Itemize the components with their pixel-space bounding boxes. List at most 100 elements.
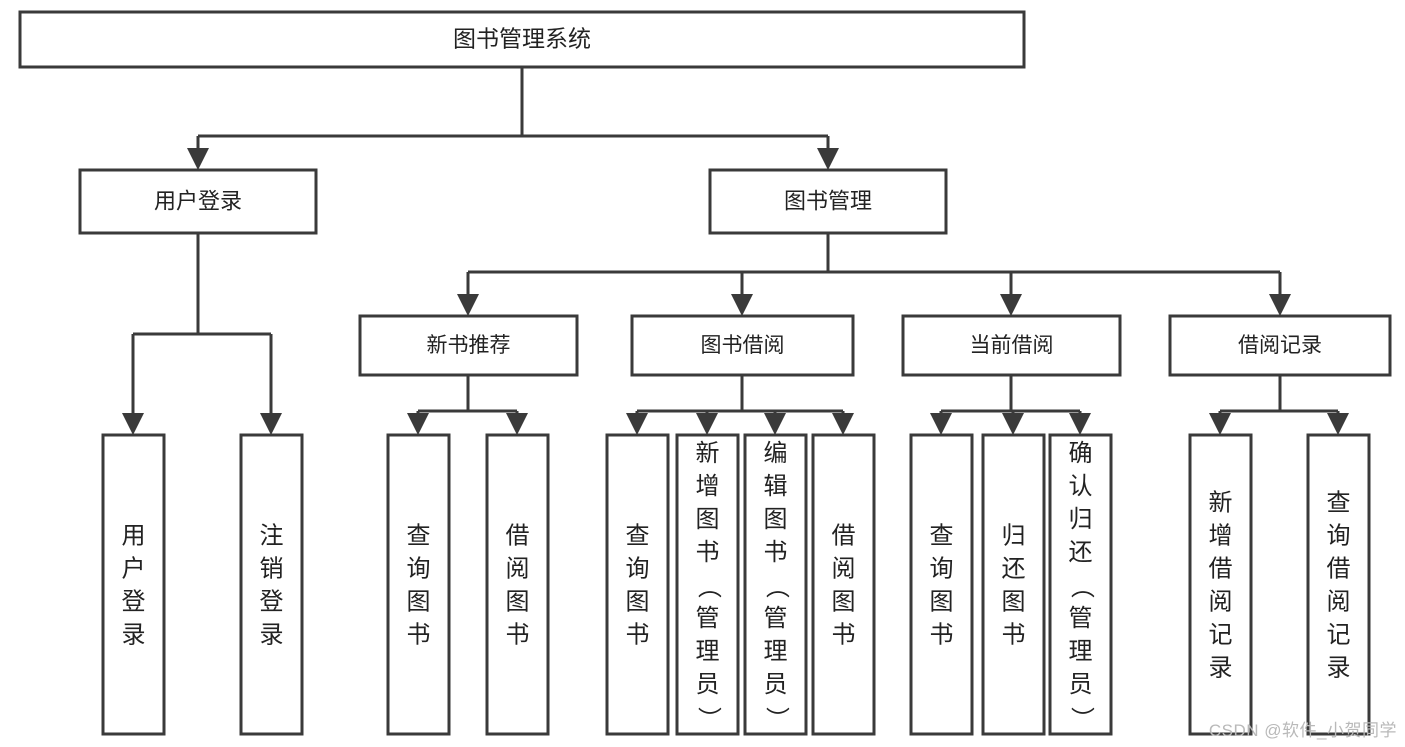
current-borrow-box[interactable] — [901, 314, 1122, 377]
leaf-confirm-return-box[interactable] — [1048, 433, 1113, 736]
leaf-query-book-1-box[interactable] — [386, 433, 451, 736]
leaf-borrow-book-2-box[interactable] — [811, 433, 876, 736]
leaf-edit-book-char-7: 员 — [764, 671, 788, 698]
leaf-add-record-box[interactable] — [1188, 433, 1253, 736]
leaf-add-record-char-4: 记 — [1209, 621, 1233, 648]
borrow-record-box[interactable] — [1168, 314, 1392, 377]
leaf-query-book-3-char-2: 图 — [930, 588, 954, 615]
leaf-query-book-2-box[interactable] — [605, 433, 670, 736]
book-borrow-box[interactable] — [630, 314, 855, 377]
leaf-borrow-book-2-char-3: 书 — [832, 621, 856, 648]
leaf-return-book-char-0: 归 — [1002, 522, 1026, 549]
node-book-borrow[interactable]: 图书借阅 — [630, 314, 855, 377]
leaf-query-book-1-char-0: 查 — [407, 522, 431, 549]
leaf-confirm-return-char-6: 理 — [1069, 638, 1093, 665]
leaf-add-record-char-5: 录 — [1209, 654, 1233, 681]
book-manage-label: 图书管理 — [784, 188, 872, 213]
leaf-edit-book-box[interactable] — [743, 433, 808, 736]
connector-layer — [122, 67, 1349, 435]
node-book-manage[interactable]: 图书管理 — [708, 168, 948, 235]
leaf-add-book-char-3: 书 — [696, 539, 720, 566]
leaf-borrow-book-1-char-2: 图 — [506, 588, 530, 615]
leaf-return-book-char-2: 图 — [1002, 588, 1026, 615]
current-borrow-leaf-2-arrow-icon — [1069, 413, 1091, 435]
leaf-add-record-char-0: 新 — [1209, 489, 1233, 516]
leaf-confirm-return-char-8: ） — [1068, 707, 1095, 731]
borrow-record-label: 借阅记录 — [1238, 334, 1322, 357]
node-borrow-record[interactable]: 借阅记录 — [1168, 314, 1392, 377]
leaf-query-record-char-0: 查 — [1327, 489, 1351, 516]
leaf-logout-char-0: 注 — [260, 522, 284, 549]
leaf-edit-book-char-2: 图 — [764, 506, 788, 533]
leaf-logout-box[interactable] — [239, 433, 304, 736]
node-user-login[interactable]: 用户登录 — [78, 168, 318, 235]
leaf-query-book-3-box[interactable] — [909, 433, 974, 736]
leaf-return-book-char-1: 还 — [1002, 555, 1026, 582]
leaf-add-book-char-6: 理 — [696, 638, 720, 665]
leaf-query-record-char-3: 阅 — [1327, 588, 1351, 615]
leaf-confirm-return-char-2: 归 — [1069, 506, 1093, 533]
user-login-leaf-0-arrow-icon — [122, 413, 144, 435]
current-borrow-label: 当前借阅 — [970, 334, 1054, 357]
leaf-add-record-char-1: 增 — [1209, 522, 1233, 549]
leaf-query-record-char-2: 借 — [1327, 555, 1351, 582]
book-borrow-leaf-0-arrow-icon — [626, 413, 648, 435]
leaf-leaf-user-login[interactable]: 用户登录 — [101, 433, 166, 736]
leaf-query-book-1-char-3: 书 — [407, 621, 431, 648]
leaf-user-login-box[interactable] — [101, 433, 166, 736]
book-manage-to-current-borrow-arrow-icon — [1000, 294, 1022, 316]
leaf-confirm-return-char-1: 认 — [1069, 473, 1093, 500]
leaf-query-book-2-char-2: 图 — [626, 588, 650, 615]
leaf-query-book-3-char-3: 书 — [930, 621, 954, 648]
user-login-leaf-1-arrow-icon — [260, 413, 282, 435]
leaf-query-book-1-char-2: 图 — [407, 588, 431, 615]
leaf-add-book-char-7: 员 — [696, 671, 720, 698]
current-borrow-leaf-0-arrow-icon — [930, 413, 952, 435]
user-login-box[interactable] — [78, 168, 318, 235]
user-login-label: 用户登录 — [154, 188, 242, 213]
leaf-confirm-return-char-4: （ — [1068, 575, 1095, 599]
leaf-add-book-box[interactable] — [675, 433, 740, 736]
leaf-add-book-char-4: （ — [695, 575, 722, 599]
leaf-user-login-char-3: 录 — [122, 621, 146, 648]
leaf-query-book-3-char-0: 查 — [930, 522, 954, 549]
leaf-edit-book-char-8: ） — [763, 707, 790, 731]
leaf-query-record-box[interactable] — [1306, 433, 1371, 736]
root-box[interactable] — [18, 10, 1026, 69]
node-current-borrow[interactable]: 当前借阅 — [901, 314, 1122, 377]
root-to-user-login-arrow-icon — [187, 148, 209, 170]
leaf-query-book-2-char-3: 书 — [626, 621, 650, 648]
node-new-book-recommend[interactable]: 新书推荐 — [358, 314, 579, 377]
book-borrow-leaf-3-arrow-icon — [832, 413, 854, 435]
new-book-recommend-leaf-1-arrow-icon — [506, 413, 528, 435]
book-borrow-leaf-2-arrow-icon — [764, 413, 786, 435]
leaf-return-book-box[interactable] — [981, 433, 1046, 736]
new-book-recommend-box[interactable] — [358, 314, 579, 377]
leaf-add-book-char-8: ） — [695, 707, 722, 731]
leaf-add-book-char-2: 图 — [696, 506, 720, 533]
leaf-add-book-char-0: 新 — [696, 440, 720, 467]
node-root[interactable]: 图书管理系统 — [18, 10, 1026, 69]
leaf-query-book-3-char-1: 询 — [930, 555, 954, 582]
leaf-add-record-char-3: 阅 — [1209, 588, 1233, 615]
leaf-borrow-book-2-char-0: 借 — [832, 522, 856, 549]
leaf-borrow-book-1-box[interactable] — [485, 433, 550, 736]
book-manage-to-borrow-record-arrow-icon — [1269, 294, 1291, 316]
book-manage-box[interactable] — [708, 168, 948, 235]
leaf-borrow-book-1-char-3: 书 — [506, 621, 530, 648]
new-book-recommend-label: 新书推荐 — [427, 334, 511, 357]
leaf-borrow-book-2-char-1: 阅 — [832, 555, 856, 582]
